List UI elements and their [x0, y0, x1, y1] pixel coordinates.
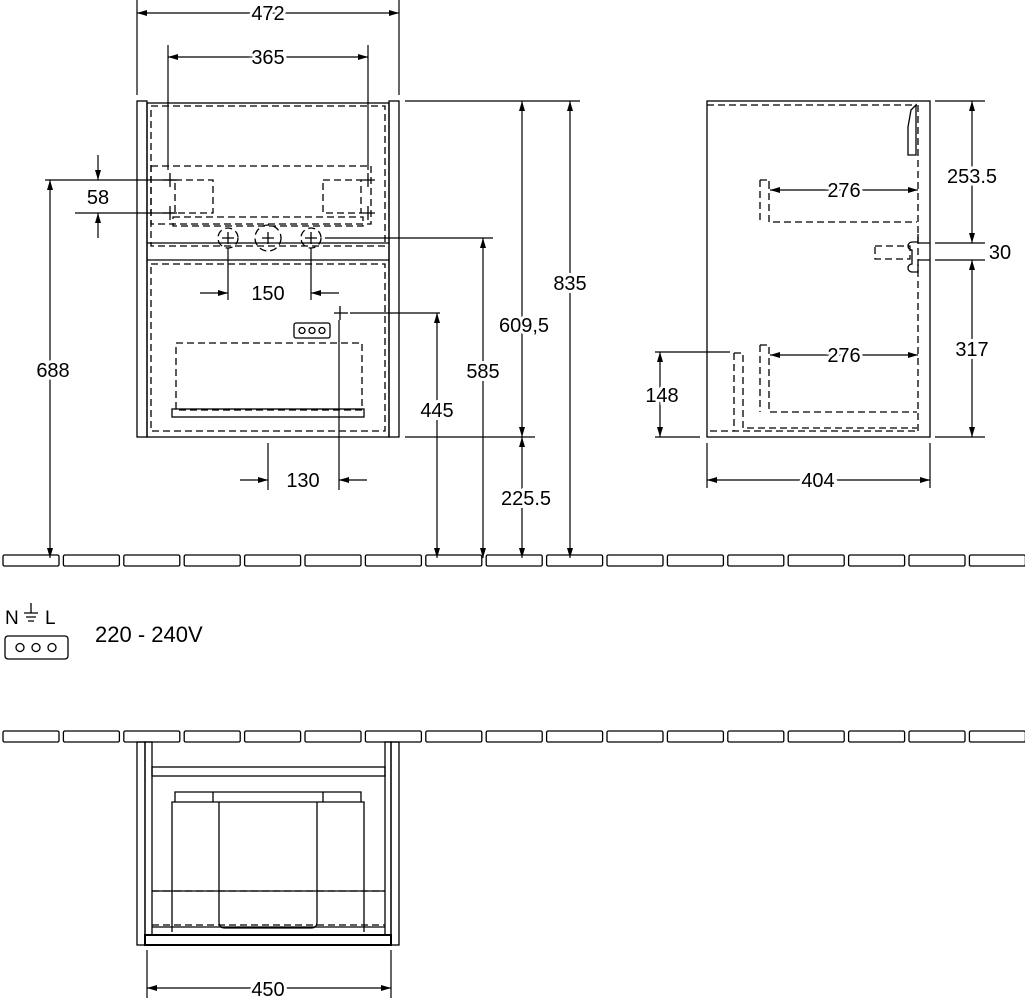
floor-tile	[304, 554, 362, 567]
dim-450: 450	[251, 979, 284, 1000]
dim-688: 688	[36, 360, 69, 382]
top-view	[136, 741, 400, 946]
floor-tile	[666, 730, 725, 743]
voltage-label: 220 - 240V	[95, 622, 203, 647]
dim-253-5: 253.5	[947, 166, 997, 188]
side-view	[706, 100, 931, 438]
dim-276-bottom: 276	[827, 345, 860, 367]
tap-hole-right-icon	[300, 227, 322, 249]
tap-hole-left-icon	[217, 227, 239, 249]
floor-tile	[485, 730, 543, 743]
dim-130: 130	[286, 470, 319, 492]
dim-472: 472	[251, 3, 284, 25]
floor-tile	[606, 730, 664, 743]
ground-icon	[24, 603, 38, 622]
floor-tile	[485, 554, 543, 567]
dim-609-5: 609,5	[499, 315, 549, 337]
floor-tile	[666, 554, 725, 567]
floor-tile	[243, 554, 302, 567]
floor-tile	[968, 730, 1025, 743]
floor-line-lower	[2, 730, 1025, 743]
floor-tile	[364, 730, 423, 743]
floor-tile	[606, 554, 664, 567]
dim-317: 317	[955, 339, 988, 361]
floor-tile	[727, 554, 785, 567]
floor-tile	[908, 730, 966, 743]
floor-tile	[425, 730, 483, 743]
front-view	[136, 100, 400, 438]
floor-tile	[364, 554, 423, 567]
dim-404: 404	[801, 470, 834, 492]
floor-tile	[62, 730, 121, 743]
dim-276-top: 276	[827, 180, 860, 202]
floor-tile	[2, 730, 60, 743]
floor-line-upper	[2, 554, 1025, 567]
floor-tile	[304, 730, 362, 743]
floor-tile	[183, 730, 241, 743]
floor-tile	[847, 554, 906, 567]
power-symbol: N L 220 - 240V	[4, 603, 203, 660]
dim-225-5: 225.5	[501, 488, 551, 510]
floor-tile	[787, 554, 845, 567]
floor-tile	[425, 554, 483, 567]
front-dimensions: 472 365 58 688 150 130 445 585 609,5 225…	[33, 0, 590, 558]
dim-835: 835	[553, 273, 586, 295]
dim-30: 30	[989, 242, 1011, 264]
dim-445: 445	[420, 400, 453, 422]
neutral-label: N	[5, 608, 19, 629]
floor-tile	[787, 730, 845, 743]
floor-tile	[2, 554, 60, 567]
socket-outlet-icon	[4, 635, 69, 660]
floor-tile	[727, 730, 785, 743]
socket-icon	[293, 322, 331, 339]
floor-tile	[545, 730, 604, 743]
floor-tile	[545, 554, 604, 567]
dim-585: 585	[466, 361, 499, 383]
floor-tile	[908, 554, 966, 567]
floor-tile	[123, 730, 181, 743]
floor-tile	[123, 554, 181, 567]
dim-148: 148	[645, 385, 678, 407]
floor-tile	[847, 730, 906, 743]
floor-tile	[183, 554, 241, 567]
floor-tile	[62, 554, 121, 567]
live-label: L	[45, 608, 56, 629]
dim-365: 365	[251, 47, 284, 69]
side-dimensions: 253.5 30 317 148 404 276 276	[642, 100, 1011, 495]
dim-150: 150	[251, 283, 284, 305]
tap-hole-center-icon	[254, 224, 282, 252]
floor-tile	[968, 554, 1025, 567]
dim-58: 58	[87, 187, 109, 209]
top-dimensions: 450	[146, 950, 392, 1000]
floor-tile	[243, 730, 302, 743]
